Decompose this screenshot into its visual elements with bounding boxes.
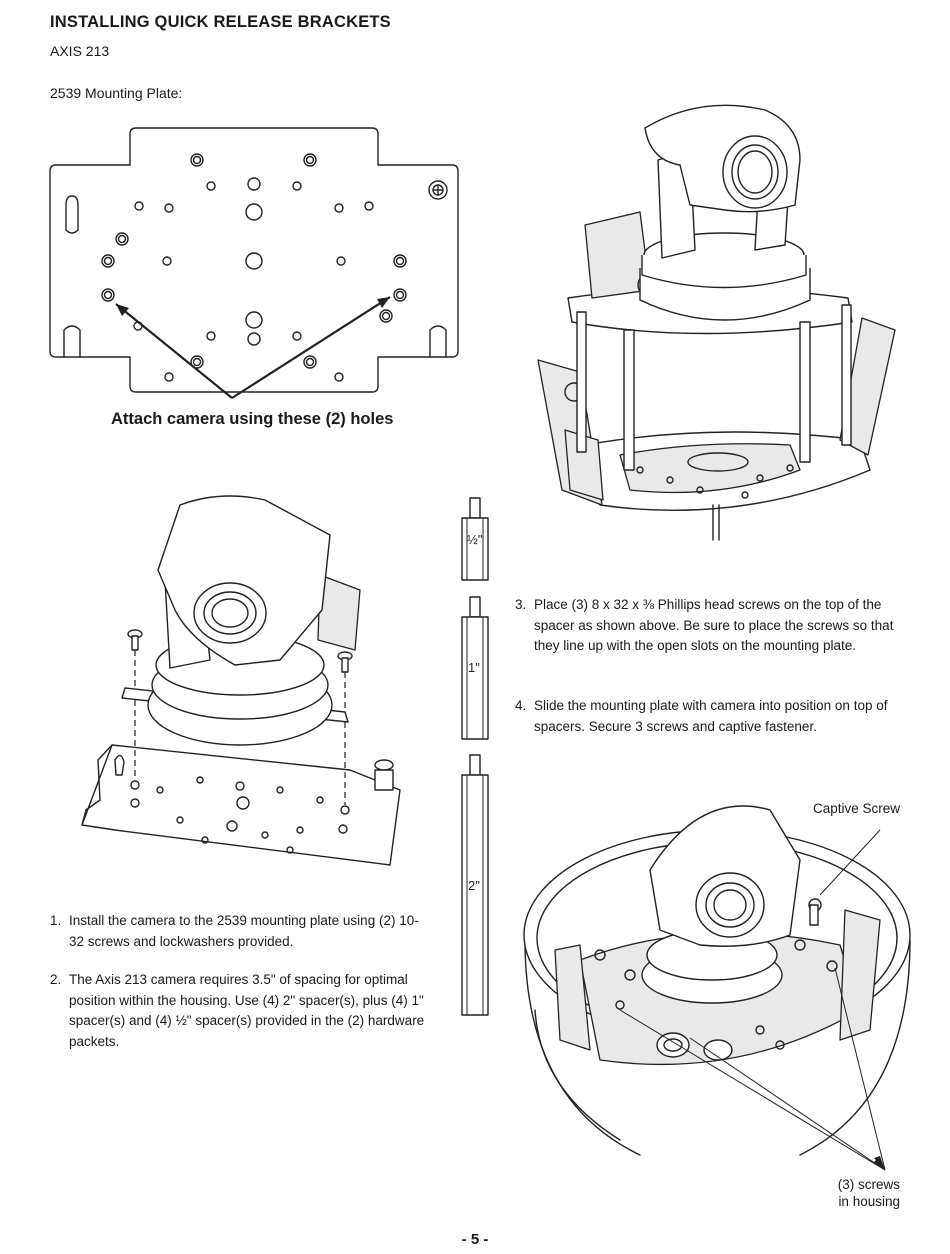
step-4-text: Slide the mounting plate with camera int…: [534, 698, 888, 734]
step-4: 4. Slide the mounting plate with camera …: [515, 696, 895, 737]
step-2: 2. The Axis 213 camera requires 3.5" of …: [50, 970, 445, 1052]
attach-holes-callout: Attach camera using these (2) holes: [111, 410, 394, 428]
spacer-two-label: 2": [468, 878, 480, 893]
step-3: 3. Place (3) 8 x 32 x ⅜ Phillips head sc…: [515, 595, 895, 657]
step-4-number: 4.: [515, 698, 527, 713]
captive-screw-label: Captive Screw: [812, 801, 900, 816]
step-1: 1. Install the camera to the 2539 mounti…: [50, 911, 425, 952]
screws-label-line2: in housing: [838, 1194, 900, 1209]
step-2-number: 2.: [50, 972, 62, 987]
step-2-text: The Axis 213 camera requires 3.5" of spa…: [69, 972, 425, 1049]
plate-label: 2539 Mounting Plate:: [50, 85, 183, 101]
spacer-one-label: 1": [468, 660, 480, 675]
page-title: INSTALLING QUICK RELEASE BRACKETS: [50, 13, 391, 31]
screws-in-housing-label: (3) screws in housing: [780, 1176, 900, 1210]
model-name: AXIS 213: [50, 43, 110, 59]
page-number: - 5 -: [461, 1231, 489, 1248]
spacer-half-label: ½": [467, 532, 483, 547]
step-3-number: 3.: [515, 597, 527, 612]
step-3-text: Place (3) 8 x 32 x ⅜ Phillips head screw…: [534, 597, 894, 653]
step-1-text: Install the camera to the 2539 mounting …: [69, 913, 419, 949]
screws-label-line1: (3) screws: [837, 1177, 900, 1192]
step-1-number: 1.: [50, 913, 62, 928]
